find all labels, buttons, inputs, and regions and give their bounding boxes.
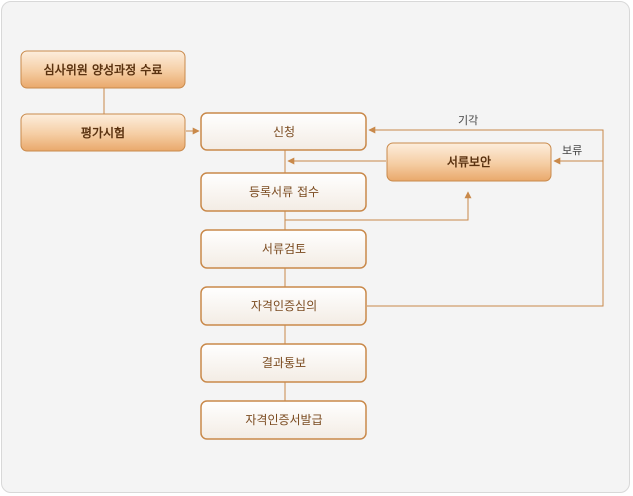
svg-text:결과통보: 결과통보 [262, 356, 306, 370]
node-deliberation: 자격인증심의 [200, 286, 367, 326]
svg-text:자격인증심의: 자격인증심의 [251, 299, 317, 313]
edge-label-reject: 기각 [458, 114, 478, 127]
node-training: 심사위원 양성과정 수료 [20, 50, 186, 89]
connectors [103, 88, 604, 401]
edge-label-hold: 보류 [562, 144, 582, 157]
node-notify: 결과통보 [200, 343, 367, 383]
edge-receipt-supplement [285, 191, 472, 221]
svg-text:평가시험: 평가시험 [81, 125, 125, 140]
node-receipt: 등록서류 접수 [200, 172, 367, 212]
node-exam: 평가시험 [20, 113, 186, 152]
svg-text:자격인증서발급: 자격인증서발급 [245, 413, 322, 427]
svg-text:신청: 신청 [273, 125, 295, 139]
node-review: 서류검토 [200, 229, 367, 269]
svg-text:등록서류 접수: 등록서류 접수 [249, 185, 319, 199]
svg-text:심사위원 양성과정 수료: 심사위원 양성과정 수료 [44, 62, 163, 77]
svg-text:서류보안: 서류보안 [447, 154, 491, 169]
svg-text:서류검토: 서류검토 [262, 242, 306, 256]
node-supplement: 서류보안 [386, 142, 552, 182]
edge-deliberation-reject-apply [367, 126, 604, 307]
node-apply: 신청 [200, 112, 367, 151]
node-issue: 자격인증서발급 [200, 400, 367, 440]
